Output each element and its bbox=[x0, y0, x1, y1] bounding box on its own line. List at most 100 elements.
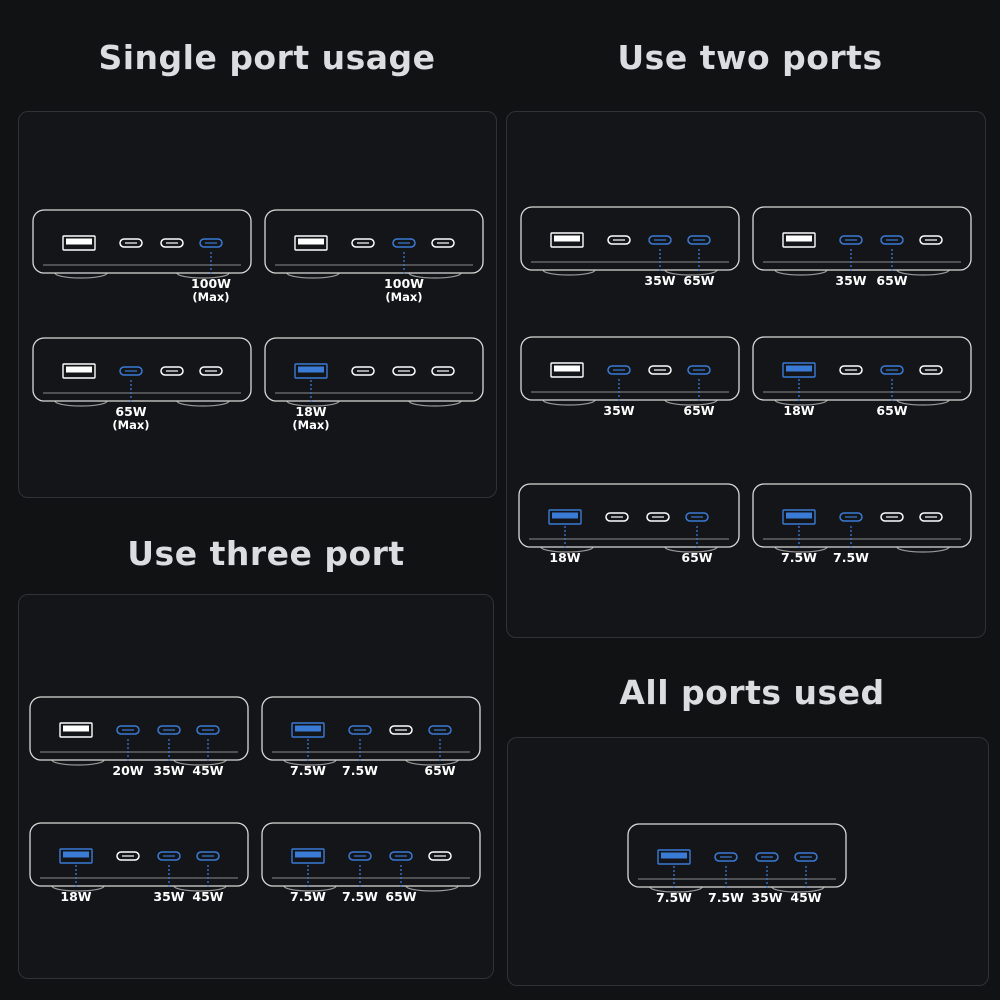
charger-foot-right bbox=[664, 399, 718, 406]
section-title-single: Single port usage bbox=[98, 38, 436, 77]
port-wattage-label: 35W bbox=[153, 763, 184, 778]
port-wattage-label: 65W bbox=[876, 273, 907, 288]
usb-a-port bbox=[294, 235, 328, 251]
usb-a-port bbox=[782, 232, 816, 248]
charger-foot-left bbox=[540, 546, 594, 553]
charger-all-1: 7.5W 7.5W 35W 45W bbox=[627, 823, 847, 905]
port-wattage-label: 35W bbox=[835, 273, 866, 288]
usb-a-port-tongue bbox=[552, 512, 578, 519]
usb-c-port-active bbox=[116, 725, 140, 735]
charger-foot-left bbox=[54, 400, 108, 407]
usb-a-port-tongue bbox=[66, 366, 92, 373]
usb-a-port-tongue bbox=[661, 852, 687, 859]
charger-foot-left bbox=[286, 400, 340, 407]
port-wattage-label: 45W bbox=[790, 890, 821, 905]
port-max-label: (Max) bbox=[385, 290, 422, 304]
usb-c-port-active bbox=[880, 365, 904, 375]
port-wattage-label: 45W bbox=[192, 763, 223, 778]
port-wattage-label: 7.5W bbox=[342, 889, 378, 904]
charger-foot-right bbox=[896, 546, 950, 553]
usb-c-port-active bbox=[648, 235, 672, 245]
usb-c-port-active bbox=[196, 851, 220, 861]
charger-single-3: 65W(Max) bbox=[32, 337, 252, 432]
charger-foot-right bbox=[896, 399, 950, 406]
charger-foot-left bbox=[51, 759, 105, 766]
usb-c-port bbox=[919, 512, 943, 522]
usb-a-port-active bbox=[294, 363, 328, 379]
usb-c-port-active bbox=[199, 238, 223, 248]
usb-a-port bbox=[550, 362, 584, 378]
usb-a-port-tongue bbox=[63, 851, 89, 858]
usb-c-port bbox=[648, 365, 672, 375]
usb-a-port bbox=[62, 235, 96, 251]
usb-a-port-tongue bbox=[786, 365, 812, 372]
usb-a-port-active bbox=[548, 509, 582, 525]
usb-c-port-active bbox=[755, 852, 779, 862]
usb-c-port bbox=[646, 512, 670, 522]
port-wattage-label: 7.5W bbox=[833, 550, 869, 565]
charger-foot-left bbox=[283, 759, 337, 766]
usb-c-port bbox=[351, 366, 375, 376]
charger-two-2: 35W 65W bbox=[752, 206, 972, 288]
usb-a-port-tongue bbox=[66, 238, 92, 245]
charger-foot-right bbox=[664, 546, 718, 553]
port-wattage-label: 35W bbox=[603, 403, 634, 418]
usb-c-port-active bbox=[687, 235, 711, 245]
charger-single-1: 100W(Max) bbox=[32, 209, 252, 304]
usb-c-port bbox=[116, 851, 140, 861]
usb-c-port bbox=[428, 851, 452, 861]
charger-foot-right bbox=[896, 269, 950, 276]
port-wattage-label: 7.5W bbox=[708, 890, 744, 905]
usb-c-port bbox=[431, 366, 455, 376]
usb-c-port-active bbox=[687, 365, 711, 375]
panel-single-port bbox=[18, 111, 497, 498]
port-wattage-label: 7.5W bbox=[342, 763, 378, 778]
usb-c-port-active bbox=[348, 851, 372, 861]
usb-a-port-tongue bbox=[298, 238, 324, 245]
usb-c-port bbox=[199, 366, 223, 376]
port-wattage-label: 35W bbox=[751, 890, 782, 905]
usb-a-port-active bbox=[657, 849, 691, 865]
usb-a-port bbox=[550, 232, 584, 248]
charger-foot-left bbox=[51, 885, 105, 892]
charger-foot-right bbox=[176, 400, 230, 407]
port-max-label: (Max) bbox=[192, 290, 229, 304]
charger-foot-right bbox=[408, 272, 462, 279]
charger-foot-left bbox=[774, 399, 828, 406]
usb-a-port-tongue bbox=[554, 365, 580, 372]
usb-c-port-active bbox=[685, 512, 709, 522]
charger-foot-left bbox=[542, 399, 596, 406]
usb-c-port-active bbox=[392, 238, 416, 248]
usb-c-port-active bbox=[196, 725, 220, 735]
usb-c-port bbox=[880, 512, 904, 522]
charger-foot-right bbox=[664, 269, 718, 276]
usb-c-port bbox=[431, 238, 455, 248]
charger-foot-right bbox=[771, 886, 825, 893]
usb-c-port-active bbox=[428, 725, 452, 735]
charger-foot-right bbox=[176, 272, 230, 279]
usb-a-port-tongue bbox=[554, 235, 580, 242]
panel-three-ports bbox=[18, 594, 494, 979]
usb-c-port bbox=[607, 235, 631, 245]
usb-a-port-tongue bbox=[786, 512, 812, 519]
usb-c-port bbox=[351, 238, 375, 248]
charger-foot-left bbox=[774, 269, 828, 276]
port-wattage-label: 100W bbox=[384, 276, 424, 291]
usb-c-port-active bbox=[794, 852, 818, 862]
section-title-all: All ports used bbox=[619, 673, 885, 712]
charger-foot-left bbox=[283, 885, 337, 892]
usb-c-port bbox=[919, 235, 943, 245]
usb-c-port-active bbox=[880, 235, 904, 245]
port-wattage-label: 45W bbox=[192, 889, 223, 904]
port-wattage-label: 7.5W bbox=[290, 763, 326, 778]
port-wattage-label: 7.5W bbox=[656, 890, 692, 905]
usb-a-port-active bbox=[59, 848, 93, 864]
usb-c-port bbox=[160, 238, 184, 248]
charger-foot-right bbox=[408, 400, 462, 407]
